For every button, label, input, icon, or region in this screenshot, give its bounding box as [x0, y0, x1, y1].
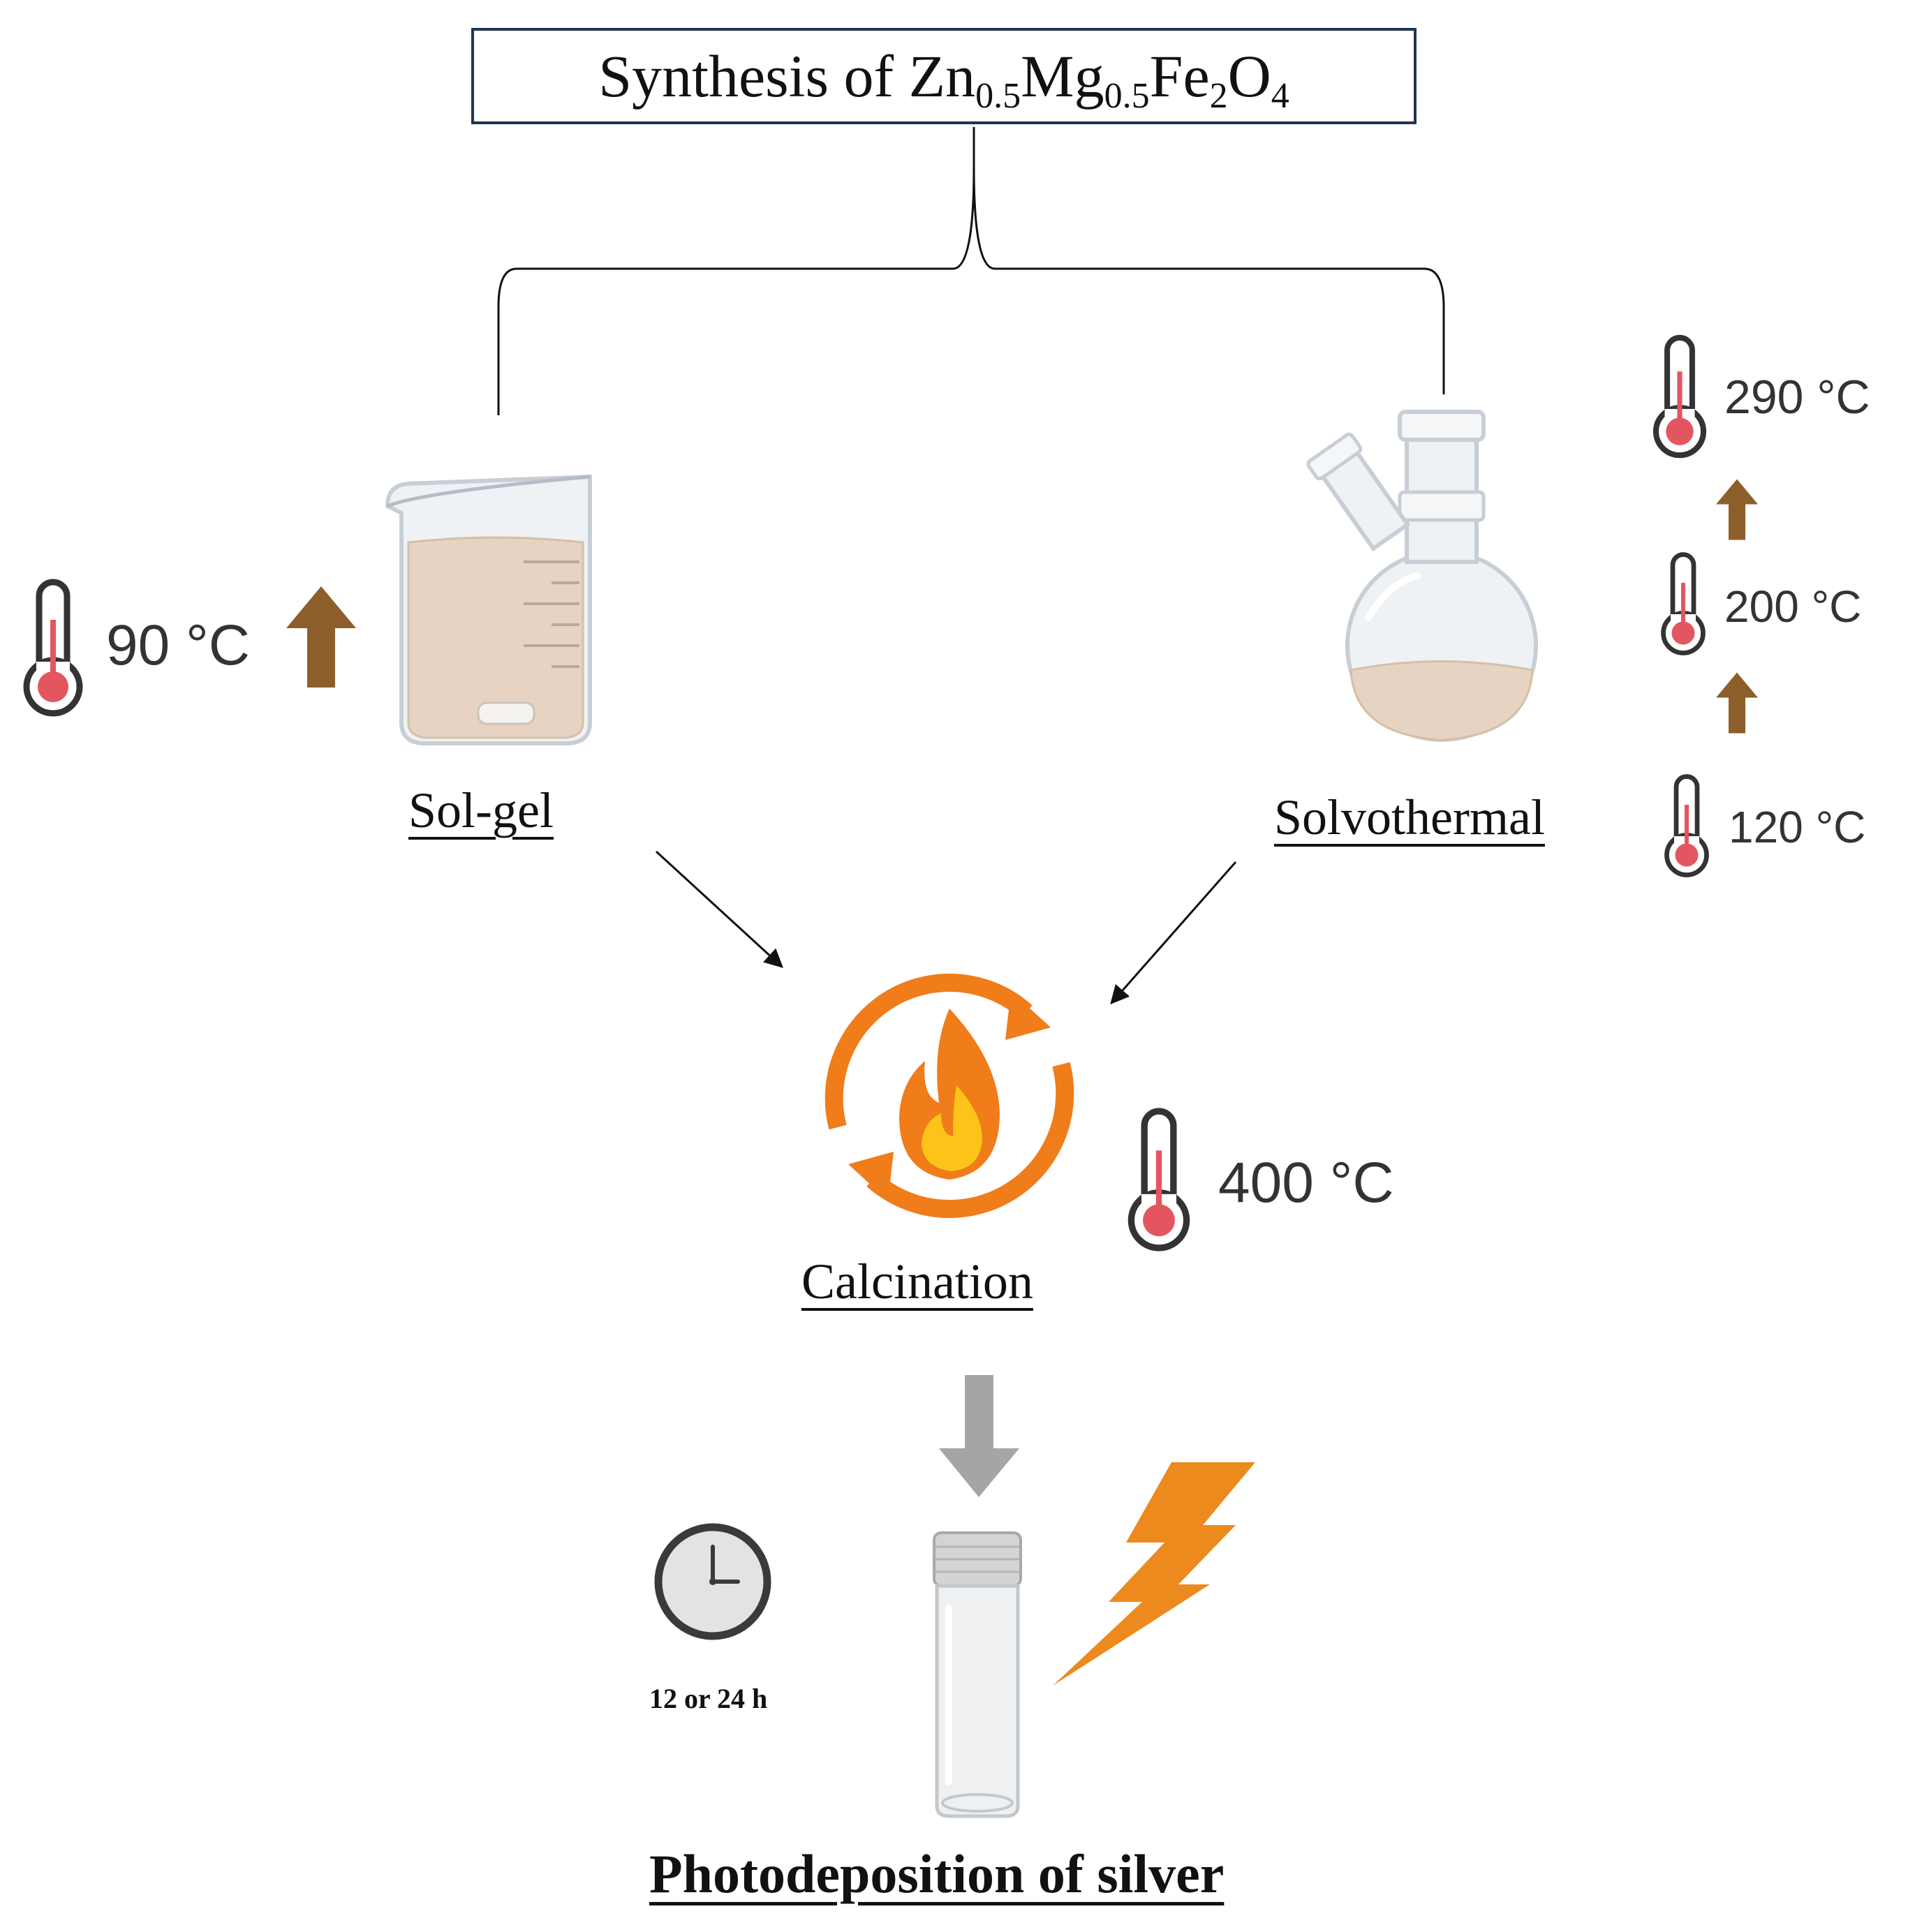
up-arrow-icon [286, 586, 356, 688]
thermometer-icon [1127, 1108, 1190, 1251]
thermometer-icon [1661, 552, 1706, 655]
solvothermal-label: Solvothermal [1274, 789, 1545, 845]
formula-subscript: 2 [1209, 76, 1228, 116]
title-prefix: Synthesis of [598, 43, 909, 110]
calcination-temperature: 400 °C [1218, 1151, 1394, 1214]
formula-element: Fe [1149, 43, 1210, 110]
formula-subscript: 0.5 [975, 76, 1021, 116]
formula-subscript: 4 [1271, 76, 1289, 116]
title-formula: Zn0.5Mg0.5Fe2O4 [908, 41, 1289, 114]
lightning-bolt-icon [1053, 1462, 1255, 1686]
calcination-label: Calcination [801, 1254, 1033, 1309]
arrow-solvothermal-to-calcination [1110, 861, 1237, 1005]
formula-element: O [1227, 43, 1271, 110]
up-arrow-icon [1716, 672, 1758, 734]
beaker-icon [385, 474, 592, 745]
calcination-icon [824, 974, 1074, 1218]
arrow-solgel-to-calcination [655, 850, 783, 968]
solgel-temperature: 90 °C [106, 614, 251, 677]
time-label: 12 or 24 h [649, 1683, 768, 1714]
formula-element: Zn [908, 43, 976, 110]
title-box: Synthesis of Zn0.5Mg0.5Fe2O4 [471, 28, 1417, 124]
up-arrow-icon [1716, 479, 1758, 540]
flask-icon [1306, 410, 1538, 742]
thermometer-icon [23, 579, 83, 717]
solgel-label: Sol-gel [408, 782, 554, 838]
formula-element: Mg [1021, 43, 1104, 110]
solvothermal-temperature-1: 290 °C [1724, 371, 1870, 424]
thermometer-icon [1664, 774, 1709, 877]
down-arrow-icon [939, 1375, 1019, 1497]
formula-subscript: 0.5 [1104, 76, 1150, 116]
vial-icon [933, 1531, 1022, 1818]
solvothermal-temperature-2: 200 °C [1724, 581, 1862, 632]
thermometer-icon [1652, 334, 1707, 459]
clock-icon [654, 1523, 771, 1640]
branch-bracket [497, 127, 1445, 415]
photodeposition-label: Photodeposition of silver [649, 1843, 1225, 1904]
solvothermal-temperature-3: 120 °C [1729, 802, 1866, 852]
